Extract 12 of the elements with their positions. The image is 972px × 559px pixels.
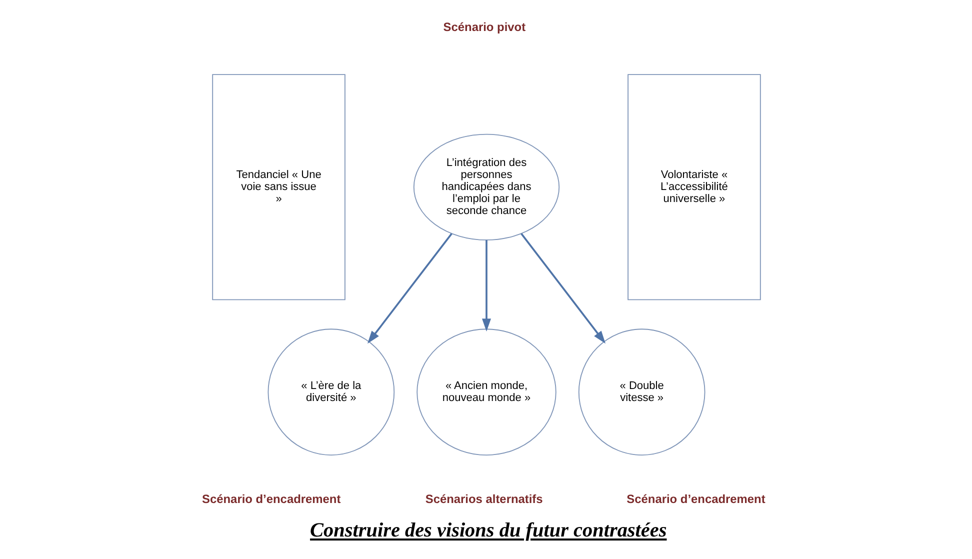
node-box: Volontariste « L’accessibilité universelle » [627, 74, 760, 300]
label: Scénarios alternatifs [424, 492, 542, 506]
node-ellipse: L’intégration des personnes handicapées dans l’emploi par le seconde chance [412, 134, 560, 240]
label: Scénario d’encadrement [626, 492, 765, 506]
node-circle: « Ancien monde, nouveau monde » [416, 328, 556, 456]
arrow [366, 233, 452, 344]
arrow [520, 233, 606, 344]
node-box: Tendanciel « Une voie sans issue » [212, 74, 345, 300]
caption: Construire des visions du futur contrastées [310, 519, 666, 542]
arrow [481, 240, 491, 332]
label: Scénario pivot [442, 20, 526, 34]
label: Scénario d’encadrement [202, 492, 340, 506]
